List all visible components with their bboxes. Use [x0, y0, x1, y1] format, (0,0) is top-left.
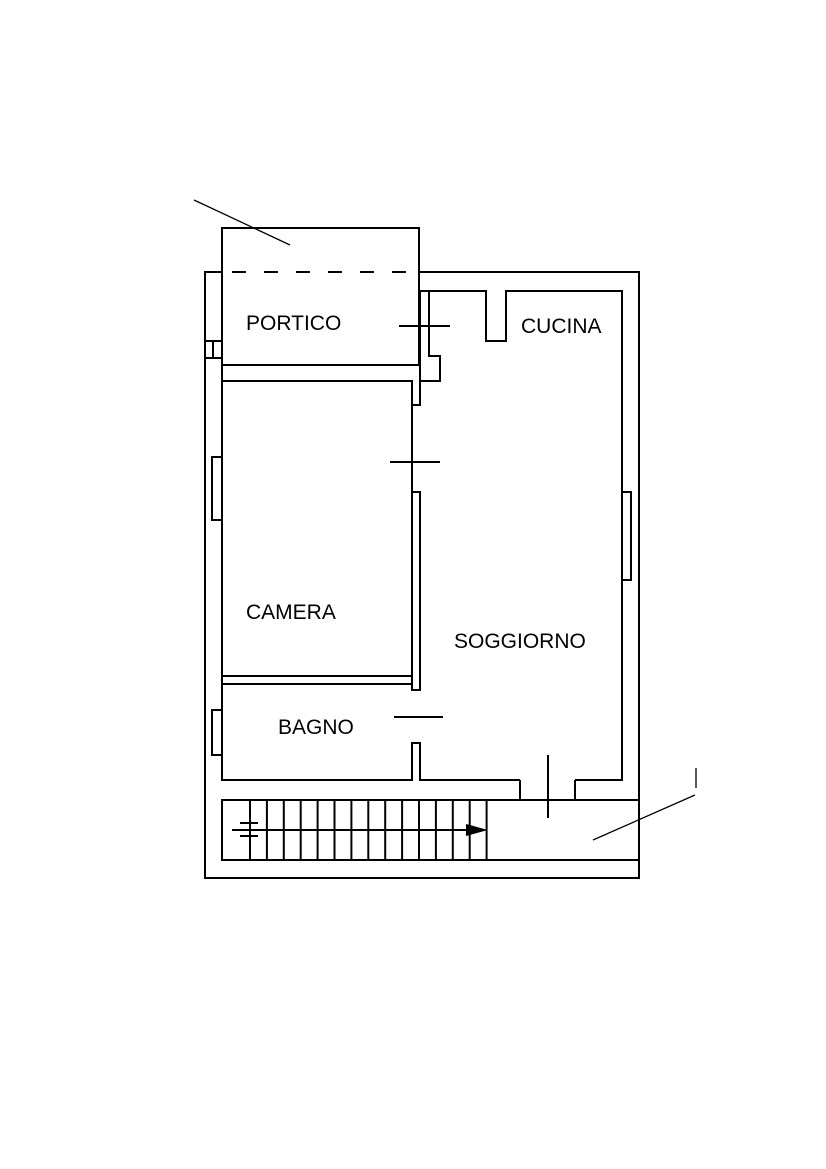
camera-partition [411, 381, 421, 691]
stair-outline [221, 799, 639, 861]
room-label-camera: CAMERA [246, 601, 336, 624]
leader-line-top [193, 199, 291, 246]
portico-roof [221, 227, 420, 366]
window-bagno [211, 709, 223, 756]
entrance-door [519, 780, 576, 800]
leader-line-bottom [592, 794, 696, 841]
portico-connector [419, 291, 441, 405]
bagno-walls [221, 683, 520, 781]
window-soggiorno [621, 491, 632, 581]
camera-walls [221, 380, 413, 677]
room-label-bagno: BAGNO [278, 716, 354, 739]
room-label-portico: PORTICO [246, 312, 342, 335]
room-label-cucina: CUCINA [521, 315, 602, 338]
room-label-soggiorno: SOGGIORNO [454, 630, 586, 653]
stair-start-mark [240, 818, 258, 840]
stair-arrow-icon [465, 824, 488, 836]
window-camera [211, 456, 223, 521]
outer-wall [204, 271, 640, 879]
inner-wall-soggiorno [420, 290, 623, 781]
